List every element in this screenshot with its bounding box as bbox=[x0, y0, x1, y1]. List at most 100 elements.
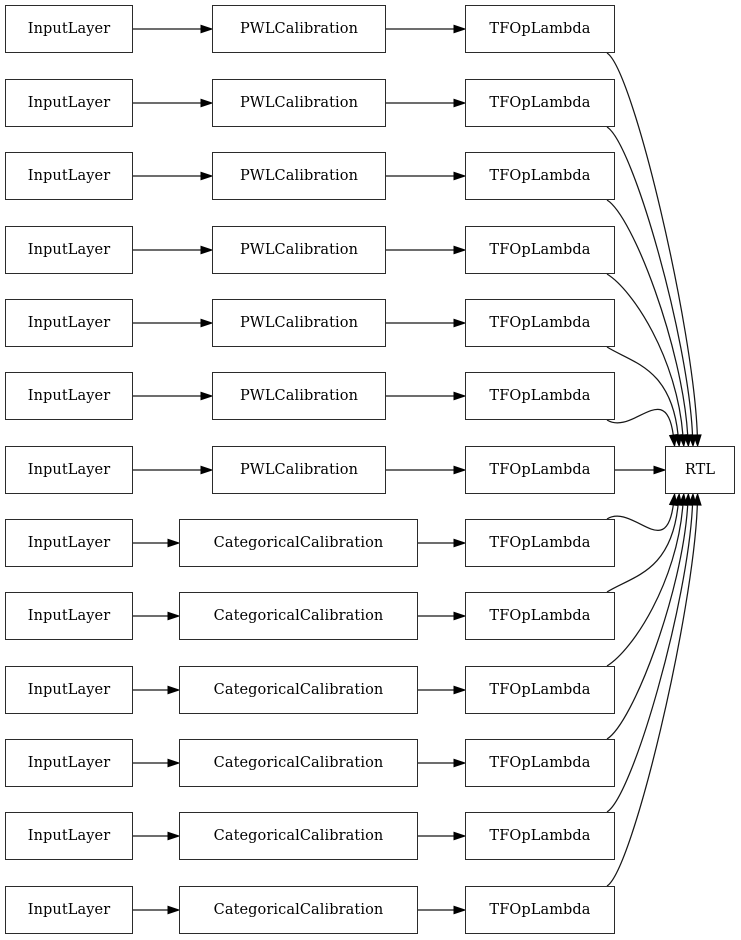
node-calibration-4-label: PWLCalibration bbox=[239, 314, 359, 331]
node-input-layer-10[interactable]: InputLayer bbox=[5, 739, 133, 787]
node-input-layer-0-label: InputLayer bbox=[27, 20, 111, 37]
edge-arrowhead bbox=[167, 758, 181, 768]
node-input-layer-6[interactable]: InputLayer bbox=[5, 446, 133, 494]
node-tf-op-lambda-12-label: TFOpLambda bbox=[489, 901, 591, 918]
edge-arrowhead bbox=[453, 24, 467, 34]
edge-curve bbox=[606, 408, 674, 436]
node-calibration-10[interactable]: CategoricalCalibration bbox=[179, 739, 418, 787]
edge-arrowhead bbox=[453, 98, 467, 108]
node-tf-op-lambda-1[interactable]: TFOpLambda bbox=[465, 79, 615, 127]
node-calibration-3[interactable]: PWLCalibration bbox=[212, 226, 386, 274]
edge-arrowhead bbox=[200, 98, 214, 108]
edge-curve bbox=[606, 504, 684, 667]
node-input-layer-8[interactable]: InputLayer bbox=[5, 592, 133, 640]
edge-arrowhead bbox=[200, 318, 214, 328]
edge-curve bbox=[606, 273, 684, 436]
node-calibration-7[interactable]: CategoricalCalibration bbox=[179, 519, 418, 567]
node-tf-op-lambda-4-label: TFOpLambda bbox=[489, 314, 591, 331]
edge-arrowhead bbox=[453, 685, 467, 695]
node-tf-op-lambda-10-label: TFOpLambda bbox=[489, 754, 591, 771]
node-calibration-3-label: PWLCalibration bbox=[239, 241, 359, 258]
edge-curve bbox=[606, 504, 679, 593]
node-input-layer-12-label: InputLayer bbox=[27, 901, 111, 918]
node-tf-op-lambda-5[interactable]: TFOpLambda bbox=[465, 372, 615, 420]
node-calibration-9[interactable]: CategoricalCalibration bbox=[179, 666, 418, 714]
node-tf-op-lambda-6-label: TFOpLambda bbox=[489, 461, 591, 478]
node-calibration-1[interactable]: PWLCalibration bbox=[212, 79, 386, 127]
node-calibration-11-label: CategoricalCalibration bbox=[213, 827, 384, 844]
node-tf-op-lambda-10[interactable]: TFOpLambda bbox=[465, 739, 615, 787]
edge-arrowhead bbox=[167, 831, 181, 841]
edge-arrowhead bbox=[453, 831, 467, 841]
node-calibration-12[interactable]: CategoricalCalibration bbox=[179, 886, 418, 934]
edge-arrowhead bbox=[668, 434, 678, 448]
node-rtl-output[interactable]: RTL bbox=[665, 446, 735, 494]
node-input-layer-9-label: InputLayer bbox=[27, 681, 111, 698]
edge-arrowhead bbox=[200, 24, 214, 34]
node-tf-op-lambda-3[interactable]: TFOpLambda bbox=[465, 226, 615, 274]
node-input-layer-1-label: InputLayer bbox=[27, 94, 111, 111]
edge-arrowhead bbox=[453, 171, 467, 181]
node-tf-op-lambda-8-label: TFOpLambda bbox=[489, 607, 591, 624]
edge-curve bbox=[606, 126, 694, 436]
node-input-layer-4[interactable]: InputLayer bbox=[5, 299, 133, 347]
edge-arrowhead bbox=[200, 245, 214, 255]
node-rtl-output-label: RTL bbox=[684, 461, 716, 478]
node-tf-op-lambda-7[interactable]: TFOpLambda bbox=[465, 519, 615, 567]
node-tf-op-lambda-2[interactable]: TFOpLambda bbox=[465, 152, 615, 200]
edge-arrowhead bbox=[453, 758, 467, 768]
edge-arrowhead bbox=[453, 538, 467, 548]
edges-lambda-to-output bbox=[606, 52, 702, 887]
edge-arrowhead bbox=[200, 465, 214, 475]
node-calibration-11[interactable]: CategoricalCalibration bbox=[179, 812, 418, 860]
node-calibration-8-label: CategoricalCalibration bbox=[213, 607, 384, 624]
edge-arrowhead bbox=[692, 492, 702, 506]
node-tf-op-lambda-9-label: TFOpLambda bbox=[489, 681, 591, 698]
edge-arrowhead bbox=[453, 318, 467, 328]
node-input-layer-11[interactable]: InputLayer bbox=[5, 812, 133, 860]
node-input-layer-3[interactable]: InputLayer bbox=[5, 226, 133, 274]
edge-curve bbox=[606, 504, 689, 740]
node-calibration-2-label: PWLCalibration bbox=[239, 167, 359, 184]
edge-curve bbox=[606, 52, 698, 436]
edge-arrowhead bbox=[167, 685, 181, 695]
node-input-layer-9[interactable]: InputLayer bbox=[5, 666, 133, 714]
node-tf-op-lambda-0[interactable]: TFOpLambda bbox=[465, 5, 615, 53]
node-calibration-5[interactable]: PWLCalibration bbox=[212, 372, 386, 420]
node-tf-op-lambda-8[interactable]: TFOpLambda bbox=[465, 592, 615, 640]
edges-calibration-to-lambda bbox=[386, 24, 467, 915]
node-calibration-6[interactable]: PWLCalibration bbox=[212, 446, 386, 494]
node-tf-op-lambda-11[interactable]: TFOpLambda bbox=[465, 812, 615, 860]
node-tf-op-lambda-6[interactable]: TFOpLambda bbox=[465, 446, 615, 494]
node-tf-op-lambda-12[interactable]: TFOpLambda bbox=[465, 886, 615, 934]
node-tf-op-lambda-11-label: TFOpLambda bbox=[489, 827, 591, 844]
node-input-layer-7[interactable]: InputLayer bbox=[5, 519, 133, 567]
node-calibration-8[interactable]: CategoricalCalibration bbox=[179, 592, 418, 640]
edge-arrowhead bbox=[167, 905, 181, 915]
node-input-layer-4-label: InputLayer bbox=[27, 314, 111, 331]
node-input-layer-2[interactable]: InputLayer bbox=[5, 152, 133, 200]
edge-arrowhead bbox=[453, 465, 467, 475]
node-tf-op-lambda-9[interactable]: TFOpLambda bbox=[465, 666, 615, 714]
edge-curve bbox=[606, 346, 679, 436]
edge-arrowhead bbox=[167, 611, 181, 621]
node-tf-op-lambda-0-label: TFOpLambda bbox=[489, 20, 591, 37]
edge-arrowhead bbox=[453, 611, 467, 621]
node-calibration-2[interactable]: PWLCalibration bbox=[212, 152, 386, 200]
edge-curve bbox=[606, 199, 689, 436]
node-input-layer-0[interactable]: InputLayer bbox=[5, 5, 133, 53]
node-calibration-0[interactable]: PWLCalibration bbox=[212, 5, 386, 53]
node-input-layer-12[interactable]: InputLayer bbox=[5, 886, 133, 934]
node-input-layer-3-label: InputLayer bbox=[27, 241, 111, 258]
node-calibration-0-label: PWLCalibration bbox=[239, 20, 359, 37]
node-calibration-5-label: PWLCalibration bbox=[239, 387, 359, 404]
node-calibration-4[interactable]: PWLCalibration bbox=[212, 299, 386, 347]
node-tf-op-lambda-1-label: TFOpLambda bbox=[489, 94, 591, 111]
node-input-layer-5[interactable]: InputLayer bbox=[5, 372, 133, 420]
edge-curve bbox=[606, 504, 694, 813]
node-input-layer-6-label: InputLayer bbox=[27, 461, 111, 478]
edge-arrowhead bbox=[200, 391, 214, 401]
node-input-layer-1[interactable]: InputLayer bbox=[5, 79, 133, 127]
node-tf-op-lambda-4[interactable]: TFOpLambda bbox=[465, 299, 615, 347]
